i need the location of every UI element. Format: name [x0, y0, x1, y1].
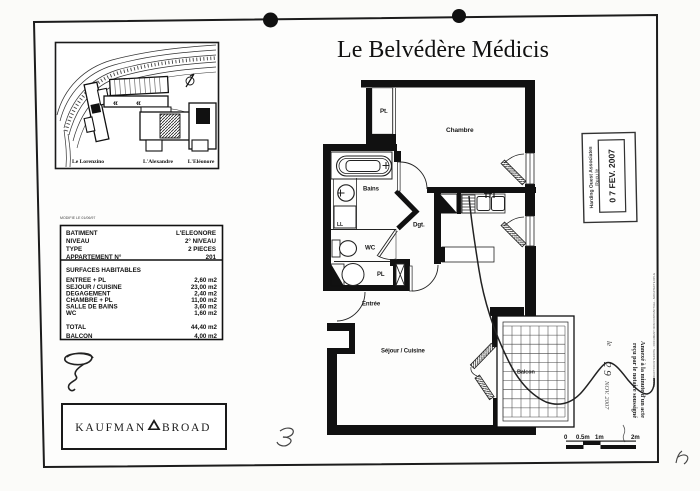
svg-text:Pt.: Pt. [380, 108, 388, 115]
svg-text:TOTAL: TOTAL [66, 324, 86, 331]
svg-text:WC: WC [66, 310, 77, 317]
svg-text:Annexé à la minute d'un acte: Annexé à la minute d'un acte [639, 341, 646, 418]
svg-text:le: le [605, 341, 613, 346]
svg-text:Balcon: Balcon [517, 370, 535, 376]
svg-text:«: « [136, 98, 141, 108]
svg-text:CHAMBRE + PL: CHAMBRE + PL [66, 297, 113, 304]
svg-text:REPRODUCTION INTERDITE - DOCUM: REPRODUCTION INTERDITE - DOCUMENT NON CO… [652, 273, 656, 387]
svg-text:Entrée: Entrée [362, 302, 381, 308]
svg-text:2,40 m2: 2,40 m2 [194, 291, 217, 298]
svg-text:Le Belvédère Médicis: Le Belvédère Médicis [337, 37, 549, 63]
svg-text:SEJOUR / CUISINE: SEJOUR / CUISINE [66, 284, 122, 291]
svg-text:2 PIECES: 2 PIECES [188, 246, 216, 253]
svg-text:LL: LL [337, 222, 343, 228]
svg-text:L'Eléonore: L'Eléonore [188, 159, 215, 165]
svg-text:Reçu le: Reçu le [594, 168, 600, 185]
svg-text:SURFACES HABITABLES: SURFACES HABITABLES [66, 267, 141, 274]
svg-text:Séjour / Cuisine: Séjour / Cuisine [381, 349, 426, 355]
svg-text:23,00 m2: 23,00 m2 [191, 284, 218, 291]
svg-text:11,00 m2: 11,00 m2 [191, 297, 217, 304]
svg-text:BROAD: BROAD [162, 422, 211, 434]
svg-text:Dgt.: Dgt. [413, 222, 425, 229]
svg-text:Chambre: Chambre [446, 127, 474, 134]
svg-text:MODIFIE LE 01/06/97: MODIFIE LE 01/06/97 [60, 216, 95, 220]
svg-text:44,40 m2: 44,40 m2 [191, 324, 218, 331]
svg-text:SALLE DE BAINS: SALLE DE BAINS [66, 304, 118, 311]
svg-text:201: 201 [206, 254, 217, 261]
svg-text:PL: PL [377, 272, 385, 278]
svg-text:NOV. 2007: NOV. 2007 [603, 380, 610, 410]
svg-text:WC: WC [365, 245, 376, 252]
svg-text:2 9: 2 9 [601, 362, 613, 376]
svg-text:L'ELEONORE: L'ELEONORE [176, 230, 216, 237]
svg-text:KAUFMAN: KAUFMAN [75, 422, 146, 434]
svg-text:4,00 m2: 4,00 m2 [194, 333, 217, 340]
svg-text:Harding Ouest Associates: Harding Ouest Associates [588, 146, 595, 208]
svg-text:DEGAGEMENT: DEGAGEMENT [66, 291, 111, 298]
svg-text:Bains: Bains [363, 187, 380, 193]
svg-text:BALCON: BALCON [66, 333, 93, 340]
svg-text:reçu par le notaire soussigné: reçu par le notaire soussigné [631, 343, 638, 418]
svg-text:ENTREE + PL: ENTREE + PL [66, 277, 106, 284]
svg-text:TYPE: TYPE [66, 246, 82, 253]
svg-text:0.5m: 0.5m [576, 435, 590, 441]
svg-text:APPARTEMENT N°: APPARTEMENT N° [66, 254, 122, 261]
svg-text:L'Alexandre: L'Alexandre [143, 159, 174, 165]
svg-text:2,60 m2: 2,60 m2 [194, 277, 217, 284]
svg-text:1m: 1m [595, 435, 604, 441]
svg-text:0: 0 [564, 435, 568, 441]
svg-text:0 7 FEV. 2007: 0 7 FEV. 2007 [606, 149, 617, 203]
svg-text:Le Lorenzino: Le Lorenzino [72, 159, 104, 165]
svg-text:2° NIVEAU: 2° NIVEAU [185, 238, 217, 245]
svg-text:3,60 m2: 3,60 m2 [194, 304, 217, 311]
svg-text:BATIMENT: BATIMENT [66, 230, 98, 237]
svg-text:2m: 2m [631, 435, 640, 441]
svg-text:1,60 m2: 1,60 m2 [194, 310, 217, 317]
svg-text:«: « [113, 98, 118, 108]
svg-text:NIVEAU: NIVEAU [66, 238, 90, 245]
